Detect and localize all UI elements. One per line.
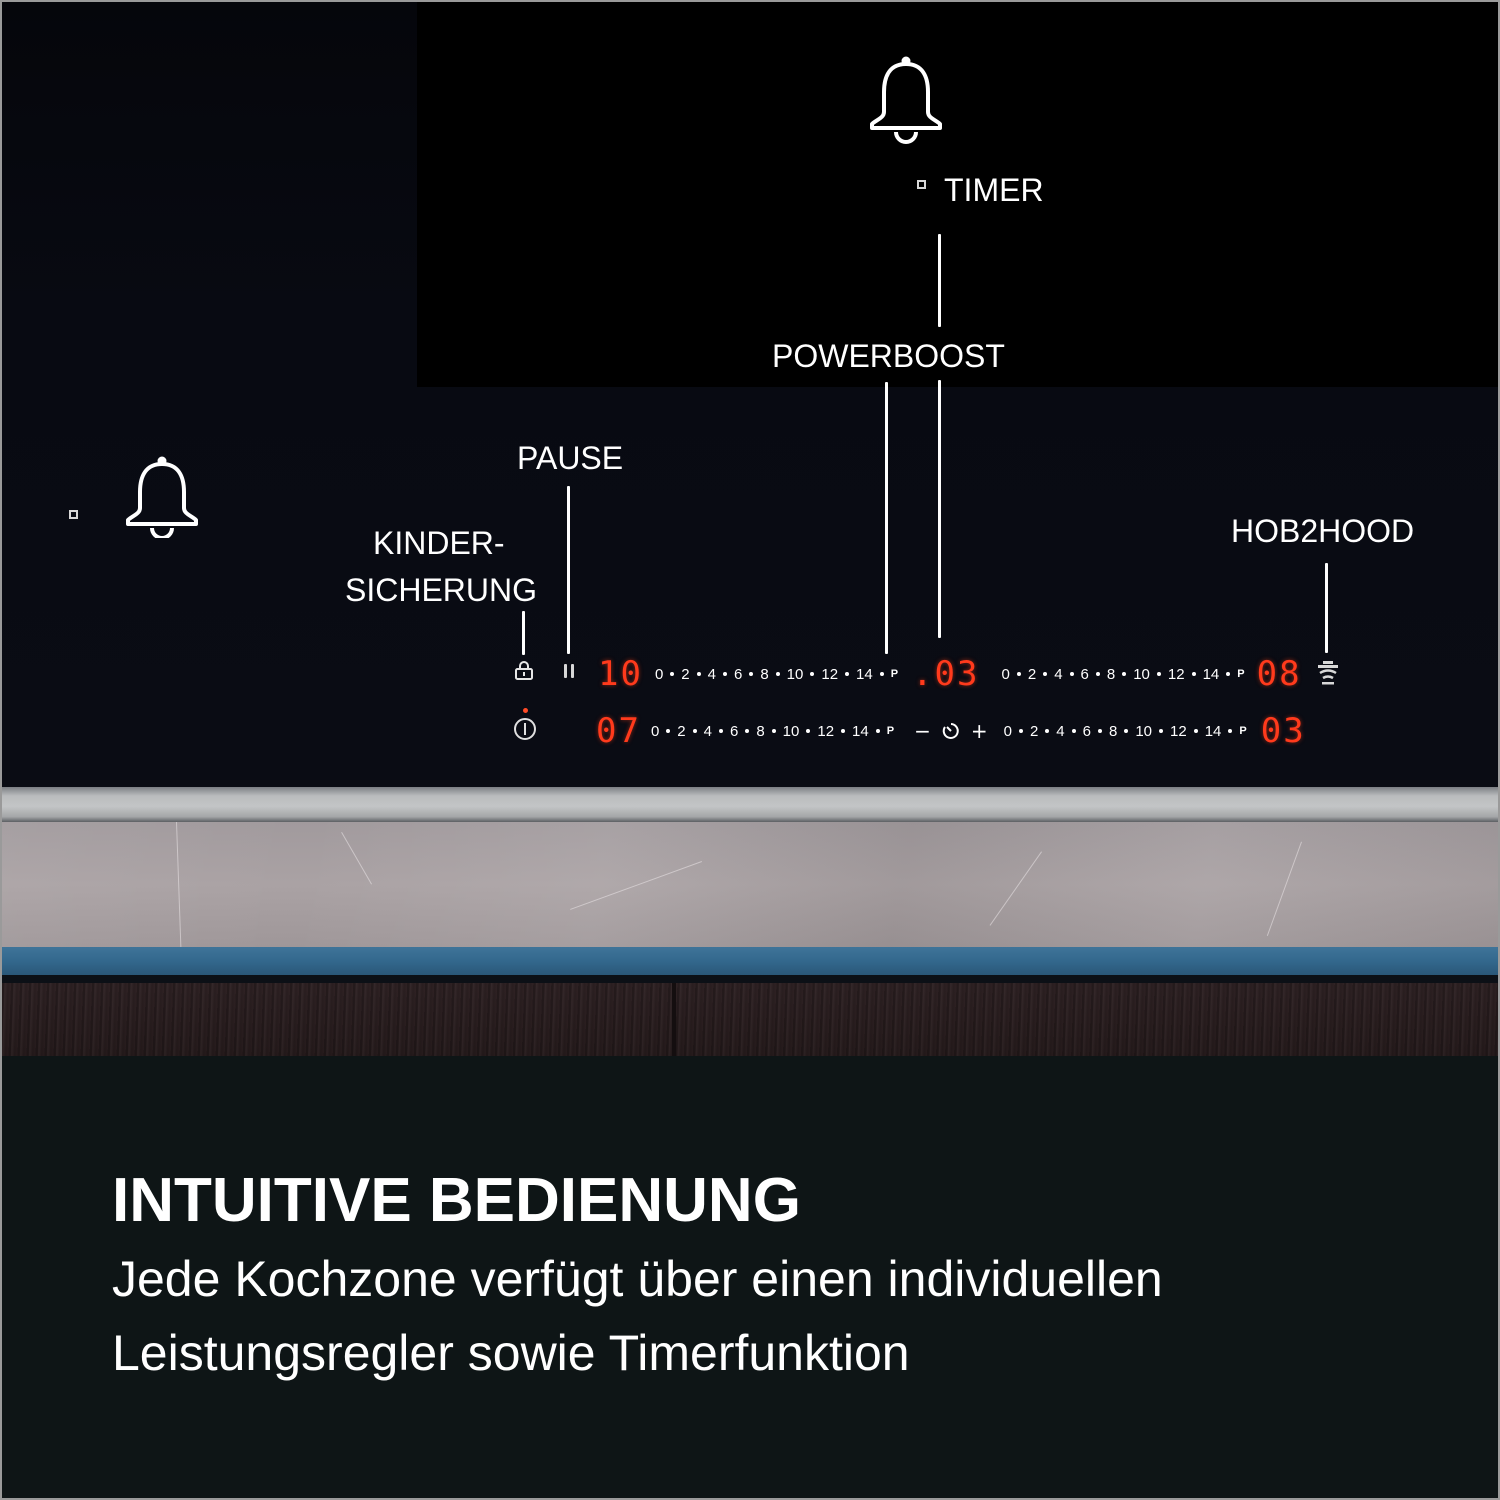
zone-4-slider[interactable]: 0 2 4 6 8 10 12 14 P <box>1003 722 1247 740</box>
timer-clock-icon[interactable] <box>941 721 961 741</box>
child-lock-label-line2: SICHERUNG <box>345 572 538 608</box>
timer-plus-button[interactable]: + <box>970 719 988 743</box>
pause-leader-line <box>567 486 570 654</box>
zone-2-slider[interactable]: 0 2 4 6 8 10 12 14 P <box>650 722 895 740</box>
wood-cabinet-front <box>2 983 1498 1056</box>
zone-1-slider[interactable]: 0 2 4 6 8 10 12 14 P <box>654 665 899 683</box>
caption-line-2: Leistungsregler sowie Timerfunktion <box>112 1325 910 1381</box>
timer-leader-line-lower <box>938 380 941 638</box>
timer-minus-button[interactable]: − <box>914 719 931 743</box>
caption-title: INTUITIVE BEDIENUNG <box>112 1166 801 1235</box>
bell-icon-left <box>126 456 198 538</box>
child-lock-label-line1: KINDER- <box>373 525 505 561</box>
zone-3-power-display: 08 <box>1256 654 1302 694</box>
power-icon[interactable] <box>512 716 538 742</box>
zone-4-power-display: 03 <box>1260 711 1306 751</box>
bell-icon <box>870 56 942 144</box>
zone-1-power-display: 10 <box>598 654 643 694</box>
timer-label: TIMER <box>944 172 1044 208</box>
alarm-indicator-icon <box>69 510 78 519</box>
cooking-zone-row-1: 10 0 2 4 6 8 10 12 14 P .03 0 2 4 6 8 10… <box>598 654 1302 694</box>
pause-icon[interactable] <box>562 662 576 680</box>
timer-leader-line <box>938 234 941 327</box>
timer-display: .03 <box>912 654 980 694</box>
hob2hood-label: HOB2HOOD <box>1231 513 1415 549</box>
powerboost-leader-line <box>885 382 888 654</box>
zone-3-slider[interactable]: 0 2 4 6 8 10 12 14 P <box>1001 665 1245 683</box>
cabinet-gap <box>2 975 1498 983</box>
powerboost-label: POWERBOOST <box>772 338 1005 374</box>
hob2hood-icon[interactable] <box>1316 659 1340 687</box>
caption-line-1: Jede Kochzone verfügt über einen individ… <box>112 1251 1163 1307</box>
zone-2-power-display: 07 <box>596 711 641 751</box>
cooking-zone-row-2: 07 0 2 4 6 8 10 12 14 P − + 0 2 4 6 8 10… <box>596 711 1306 751</box>
cabinet-split <box>672 983 676 1056</box>
marble-countertop <box>2 822 1498 947</box>
child-lock-icon[interactable] <box>514 661 534 681</box>
child-lock-leader-line <box>522 611 525 655</box>
steel-trim <box>2 787 1498 822</box>
cooktop-glass-inset <box>417 2 1498 387</box>
timer-indicator-icon <box>917 180 926 189</box>
hob2hood-leader-line <box>1325 563 1328 653</box>
pause-label: PAUSE <box>517 440 624 476</box>
countertop-edge <box>2 947 1498 975</box>
power-indicator-dot <box>523 708 528 713</box>
caption-panel <box>2 1056 1498 1498</box>
